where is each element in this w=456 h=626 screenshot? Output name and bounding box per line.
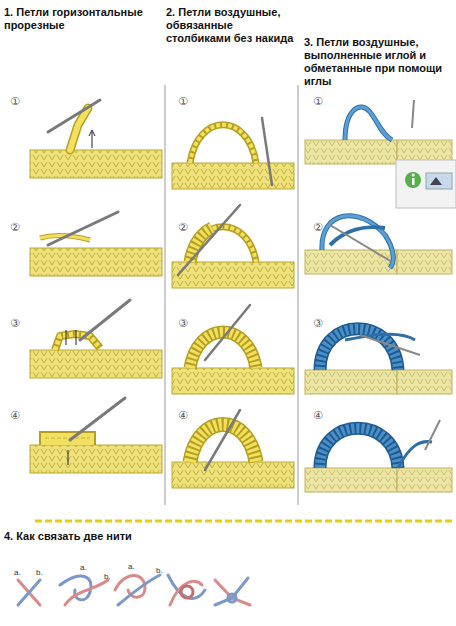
callout-number: ④ <box>10 410 20 422</box>
callout-number: ③ <box>313 318 323 330</box>
thread-label: a. <box>128 562 135 571</box>
thread-label: b. <box>156 566 163 575</box>
callout-number: ② <box>313 222 323 234</box>
column-heading: 3. Петли воздушные, выполненные иглой и … <box>304 36 452 88</box>
callout-number: ① <box>178 96 188 108</box>
callout-number: ③ <box>10 318 20 330</box>
callout-number: ④ <box>178 410 188 422</box>
column-heading: 1. Петли горизонтальные прорезные <box>4 6 160 32</box>
callout-number: ① <box>10 96 20 108</box>
section-heading: 4. Как связать две нити <box>4 530 304 543</box>
thread-label: a. <box>80 563 87 572</box>
column-heading: 2. Петли воздушные, обвязанные столбикам… <box>166 6 296 45</box>
thread-label: a. <box>14 568 21 577</box>
thread-label: b. <box>36 568 43 577</box>
callout-number: ① <box>313 96 323 108</box>
callout-number: ③ <box>178 318 188 330</box>
callout-number: ② <box>10 222 20 234</box>
thread-label: b. <box>104 572 111 581</box>
callout-number: ② <box>178 222 188 234</box>
callout-number: ④ <box>313 410 323 422</box>
